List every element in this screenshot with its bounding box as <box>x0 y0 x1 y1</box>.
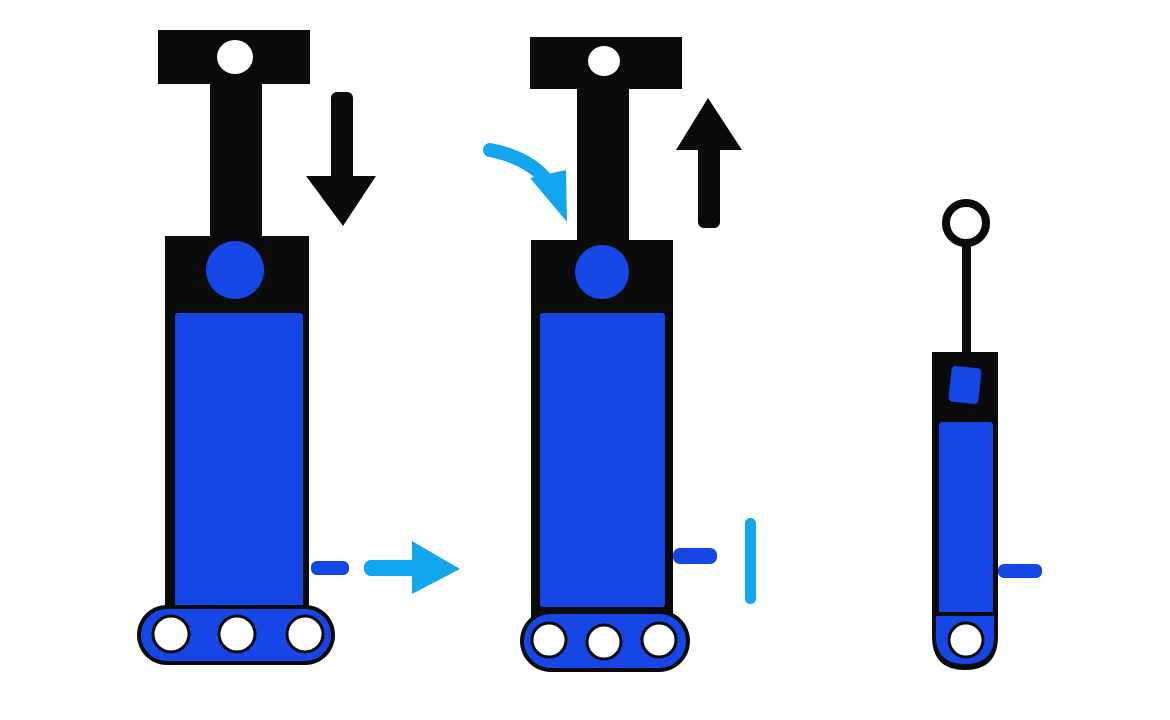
outlet-nozzle <box>311 561 349 575</box>
handle-hole <box>588 46 620 76</box>
wheel-hole <box>640 621 678 659</box>
wheel-hole <box>285 614 325 654</box>
outlet-nozzle <box>673 548 717 564</box>
plunger-rod <box>962 240 971 358</box>
wheel-hole <box>585 623 623 661</box>
piston-valve <box>206 241 264 299</box>
wheel-hole <box>217 614 257 654</box>
curved-arrow-icon <box>483 143 567 222</box>
outlet-nozzle <box>998 564 1042 578</box>
wheel-hole <box>530 621 568 659</box>
up-arrow-icon <box>676 98 742 228</box>
flow-right-arrow-icon <box>364 541 460 594</box>
pump-panel-release-up <box>483 37 756 672</box>
fluid-chamber <box>175 313 303 607</box>
fluid-chamber <box>939 422 993 614</box>
stop-bar-icon <box>745 518 756 604</box>
pump-panel-press-down <box>137 30 460 665</box>
plunger-rod <box>577 84 629 244</box>
piston-valve <box>575 245 629 299</box>
pump-panel-small <box>932 199 1042 670</box>
plunger-rod <box>210 80 262 240</box>
handle-hole <box>217 40 253 74</box>
wheel-hole <box>947 621 985 659</box>
down-arrow-icon <box>306 92 376 226</box>
ring-handle-icon <box>942 199 990 247</box>
wheel-hole <box>151 614 191 654</box>
fluid-chamber <box>540 313 665 607</box>
piston-valve <box>948 365 982 405</box>
